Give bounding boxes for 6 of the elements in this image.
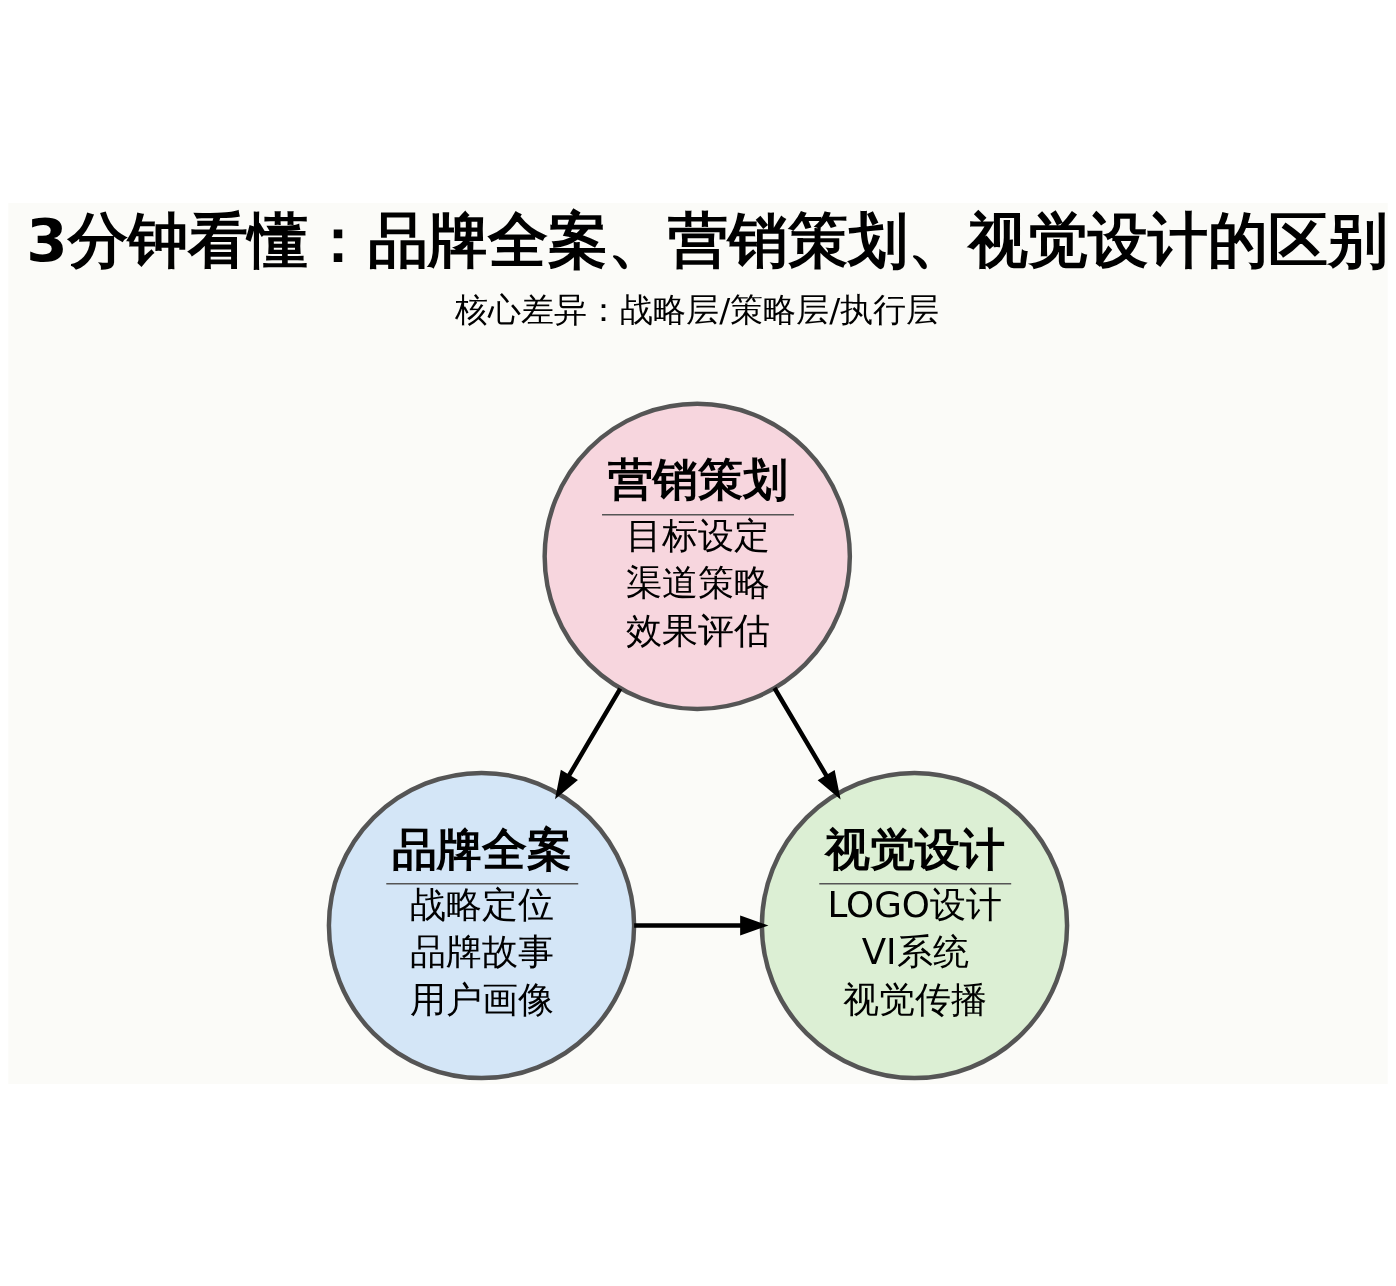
label: 核心差异：战略层/策略层/执行层 <box>455 290 940 329</box>
arrow <box>555 686 623 799</box>
arrow <box>634 915 769 935</box>
arrow <box>772 686 841 799</box>
node-circle: 营销策划 目标设定 渠道策略 效果评估 <box>542 401 853 711</box>
diagram-title: 3分钟看懂：品牌全案、营销策划、视觉设计的区别 <box>26 205 1388 275</box>
